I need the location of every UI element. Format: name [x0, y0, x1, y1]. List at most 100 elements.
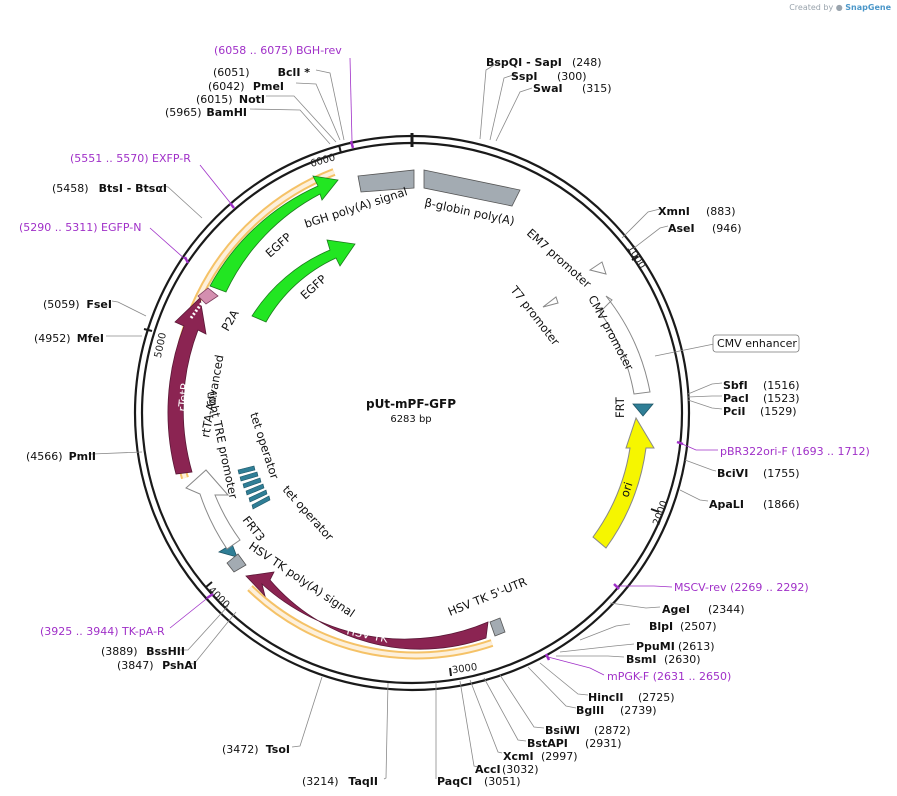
hsv-tk-halo-inner [248, 586, 493, 658]
site-pos-ppumi: (2613) [678, 640, 715, 653]
site-label-asei: AseI [668, 222, 695, 235]
site-label-apali: ApaLI [709, 498, 744, 511]
primer-label-mscv-rev: MSCV-rev (2269 .. 2292) [674, 581, 809, 594]
site-pos-btsi: (5458) [52, 182, 89, 195]
site-label-paqci: PaqCI [437, 775, 472, 788]
primer-label-bgh-rev: (6058 .. 6075) BGH-rev [214, 44, 342, 57]
site-pos-taqii: (3214) [302, 775, 339, 788]
site-label-bglii: BglII [576, 704, 604, 717]
primer-name-mpgk-f: mPGK-F [607, 670, 649, 683]
site-label-bamhi: BamHI [206, 106, 247, 119]
site-label-bspqi: BspQI - SapI [486, 56, 562, 69]
site-name-apali-0: ApaLI [709, 498, 744, 511]
snapgene-logo-icon: ● [835, 3, 843, 12]
primer-label-egfp-n: (5290 .. 5311) EGFP-N [19, 221, 141, 234]
bgh-polya-feature [357, 169, 415, 193]
site-name-taqii-0: TaqII [348, 775, 378, 788]
site-label-bcli: BclI * [278, 66, 311, 79]
site-name-xcmi-0: XcmI [503, 750, 534, 763]
site-name-mfei-0: MfeI [77, 332, 104, 345]
site-pos-sbfi: (1516) [763, 379, 800, 392]
primer-labels: (6058 .. 6075) BGH-rev(5551 .. 5570) EXF… [19, 44, 870, 683]
frt3-feature [218, 543, 238, 558]
site-pos-fsei: (5059) [43, 298, 80, 311]
primer-name-tk-pa-r: TK-pA-R [119, 625, 165, 638]
primer-range-mscv-rev: (2269 .. 2292) [727, 581, 809, 594]
site-name-btsi-1: - BtsαI [123, 182, 167, 195]
tick-label-1000: 1000 [624, 243, 647, 270]
primer-leader-lines [149, 57, 718, 676]
tet-operator-bars [237, 465, 271, 510]
site-pos-bcivi: (1755) [763, 467, 800, 480]
site-name-pmei-0: PmeI [253, 80, 284, 93]
site-leader-lines [88, 61, 723, 780]
site-pos-bstapi: (2931) [585, 737, 622, 750]
site-name-bglii-0: BglII [576, 704, 604, 717]
site-label-bsiwi: BsiWI [545, 724, 580, 737]
site-label-hincii: HincII [588, 691, 624, 704]
snapgene-credit: Created by ● SnapGene [789, 3, 891, 12]
site-label-agei: AgeI [662, 603, 690, 616]
site-label-mfei: MfeI [77, 332, 104, 345]
site-name-acci-0: AccI [475, 763, 501, 776]
site-pos-noti: (6015) [196, 93, 233, 106]
site-pos-apali: (1866) [763, 498, 800, 511]
site-label-pmli: PmlI [69, 450, 96, 463]
hsv-tk-utr-feature [489, 617, 506, 637]
site-name-paqci-0: PaqCI [437, 775, 472, 788]
site-pos-acci: (3032) [502, 763, 539, 776]
site-pos-sspi: (300) [557, 70, 587, 83]
site-name-pcii-0: PciI [723, 405, 745, 418]
site-pos-xmni: (883) [706, 205, 736, 218]
site-label-fsei: FseI [86, 298, 112, 311]
primer-name-bgh-rev: BGH-rev [293, 44, 343, 57]
site-name-bsshii-0: BssHII [146, 645, 185, 658]
site-name-xmni-0: XmnI [658, 205, 690, 218]
label-ori: ori [618, 480, 636, 499]
label-em7-promoter: EM7 promoter [524, 226, 594, 291]
site-label-xmni: XmnI [658, 205, 690, 218]
site-name-ppumi-0: PpuMI [636, 640, 675, 653]
site-label-noti: NotI [239, 93, 265, 106]
site-name-bsiwi-0: BsiWI [545, 724, 580, 737]
site-pos-pshai: (3847) [117, 659, 154, 672]
site-pos-xcmi: (2997) [541, 750, 578, 763]
label-frt3: FRT3 [240, 513, 268, 544]
ori-feature [592, 416, 655, 549]
site-name-tsoi-0: TsoI [266, 743, 290, 756]
site-label-blpi: BlpI [649, 620, 673, 633]
primer-range-pbr322ori-f: (1693 .. 1712) [788, 445, 870, 458]
cmv-promoter-feature [599, 295, 651, 395]
label-tet-operator-2: tet operator [280, 483, 337, 544]
primer-name-mscv-rev: MSCV-rev [674, 581, 727, 594]
tight-tre-promoter-feature [185, 469, 241, 550]
site-pos-pmei: (6042) [208, 80, 245, 93]
site-pos-agei: (2344) [708, 603, 745, 616]
site-pos-pmli: (4566) [26, 450, 63, 463]
label-egfp-outer: EGFP [263, 230, 295, 260]
rtetr-feature [167, 297, 207, 475]
site-name-noti-0: NotI [239, 93, 265, 106]
em7-promoter-feature [588, 261, 607, 275]
site-pos-swai: (315) [582, 82, 612, 95]
plasmid-size: 6283 bp [390, 414, 431, 425]
label-hsv-tk-utr: HSV TK 5'-UTR [446, 574, 529, 618]
primer-name-egfp-n: EGFP-N [98, 221, 142, 234]
cmv-enhancer-leader [654, 343, 715, 357]
site-label-swai: SwaI [533, 82, 563, 95]
site-label-ppumi: PpuMI [636, 640, 675, 653]
site-pos-blpi: (2507) [680, 620, 717, 633]
site-label-sspi: SspI [511, 70, 537, 83]
p2a-feature [197, 287, 219, 305]
label-rtetr: rTetR [175, 382, 192, 413]
site-pos-tsoi: (3472) [222, 743, 259, 756]
label-t7-promoter: T7 promoter [507, 282, 563, 348]
site-pos-paci: (1523) [763, 392, 800, 405]
site-label-btsi: BtsI - BtsαI [99, 182, 167, 195]
site-pos-bamhi: (5965) [165, 106, 202, 119]
site-label-acci: AccI [475, 763, 501, 776]
hsv-tk-polya-feature [226, 553, 247, 573]
site-name-fsei-0: FseI [86, 298, 112, 311]
site-pos-bspqi: (248) [572, 56, 602, 69]
